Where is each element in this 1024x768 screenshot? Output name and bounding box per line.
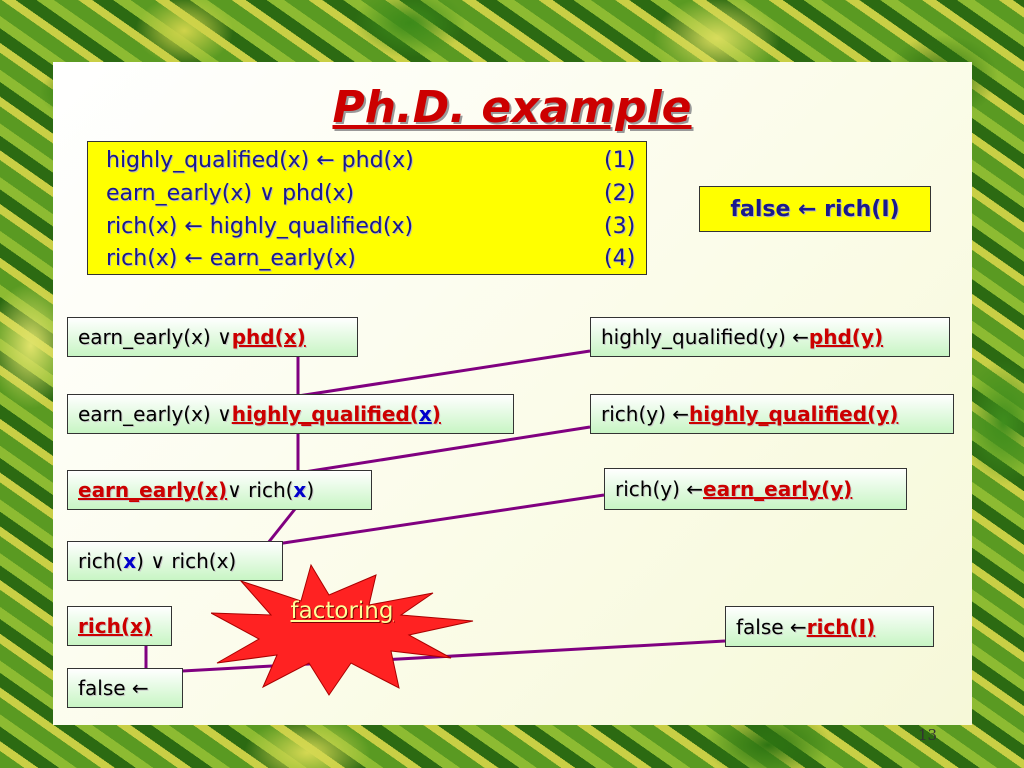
derivation-step-2: earn_early(x) ∨ highly_qualified(x) — [67, 394, 514, 434]
query-clause: false ← rich(I) — [699, 186, 931, 232]
derivation-step-4: rich(x) ∨ rich(x) — [67, 541, 283, 581]
derivation-step-5: rich(x) — [67, 606, 172, 646]
clause-4: rich(x) ← earn_early(x) (4) — [106, 246, 635, 271]
step-text: rich( — [78, 549, 124, 573]
clause-number: (1) — [604, 148, 636, 173]
factoring-burst-icon — [211, 563, 474, 696]
step-text: ∨ rich( — [227, 478, 294, 502]
step-text-end: ) ∨ rich(x) — [136, 549, 237, 573]
derivation-step-3: earn_early(x) ∨ rich(x) — [67, 470, 372, 510]
input-clause-1: highly_qualified(y) ← phd(y) — [590, 317, 950, 357]
query-goal: rich(I) — [824, 196, 900, 222]
input-clause-4: false ← rich(I) — [725, 606, 934, 647]
variable: x — [293, 478, 307, 502]
step-text: earn_early(x) ∨ — [78, 325, 232, 349]
page-title: Ph.D. example — [332, 82, 692, 133]
resolved-literal: phd(x) — [231, 325, 306, 349]
variable: x — [123, 549, 137, 573]
variable: x — [418, 402, 432, 426]
clause-number: (2) — [604, 181, 636, 206]
clause-text: earn_early(x) ∨ phd(x) — [106, 181, 355, 206]
resolved-literal: rich(x) — [78, 614, 152, 638]
link-b3-b4 — [266, 508, 297, 544]
clause-text: rich(y) ← — [615, 477, 704, 501]
clause-text: rich(y) ← — [601, 402, 690, 426]
resolved-literal: highly_qualified(y) — [689, 402, 899, 426]
clause-list: highly_qualified(x) ← phd(x) (1) earn_ea… — [87, 141, 647, 275]
resolved-literal: earn_early(x) — [78, 478, 228, 502]
resolved-literal: phd(y) — [808, 325, 884, 349]
page-number: 13 — [918, 726, 938, 744]
clause-3: rich(x) ← highly_qualified(x) (3) — [106, 214, 635, 239]
input-clause-2: rich(y) ← highly_qualified(y) — [590, 394, 954, 434]
clause-2: earn_early(x) ∨ phd(x) (2) — [106, 181, 635, 206]
clause-number: (4) — [604, 246, 636, 271]
step-text-end: ) — [306, 478, 315, 502]
clause-text: highly_qualified(y) ← — [601, 325, 809, 349]
resolved-literal: highly_qualified( — [231, 402, 419, 426]
link-r1 — [297, 349, 591, 398]
clause-text: highly_qualified(x) ← phd(x) — [106, 148, 414, 173]
query-head: false ← — [730, 196, 817, 222]
derivation-step-6: false ← — [67, 668, 183, 708]
resolved-literal: earn_early(y) — [703, 477, 853, 501]
resolved-literal-end: ) — [431, 402, 441, 426]
clause-1: highly_qualified(x) ← phd(x) (1) — [106, 148, 635, 173]
step-text: false ← — [78, 676, 149, 700]
clause-text: rich(x) ← earn_early(x) — [106, 246, 356, 271]
input-clause-3: rich(y) ← earn_early(y) — [604, 468, 907, 510]
clause-number: (3) — [604, 214, 636, 239]
clause-text: rich(x) ← highly_qualified(x) — [106, 214, 414, 239]
factoring-label: factoring — [290, 598, 394, 624]
derivation-step-1: earn_early(x) ∨ phd(x) — [67, 317, 358, 357]
link-r3 — [269, 493, 605, 547]
step-text: earn_early(x) ∨ — [78, 402, 232, 426]
link-r2 — [297, 425, 591, 475]
clause-text: false ← — [736, 614, 807, 639]
link-r4 — [145, 639, 726, 675]
resolved-literal: rich(I) — [806, 614, 876, 639]
